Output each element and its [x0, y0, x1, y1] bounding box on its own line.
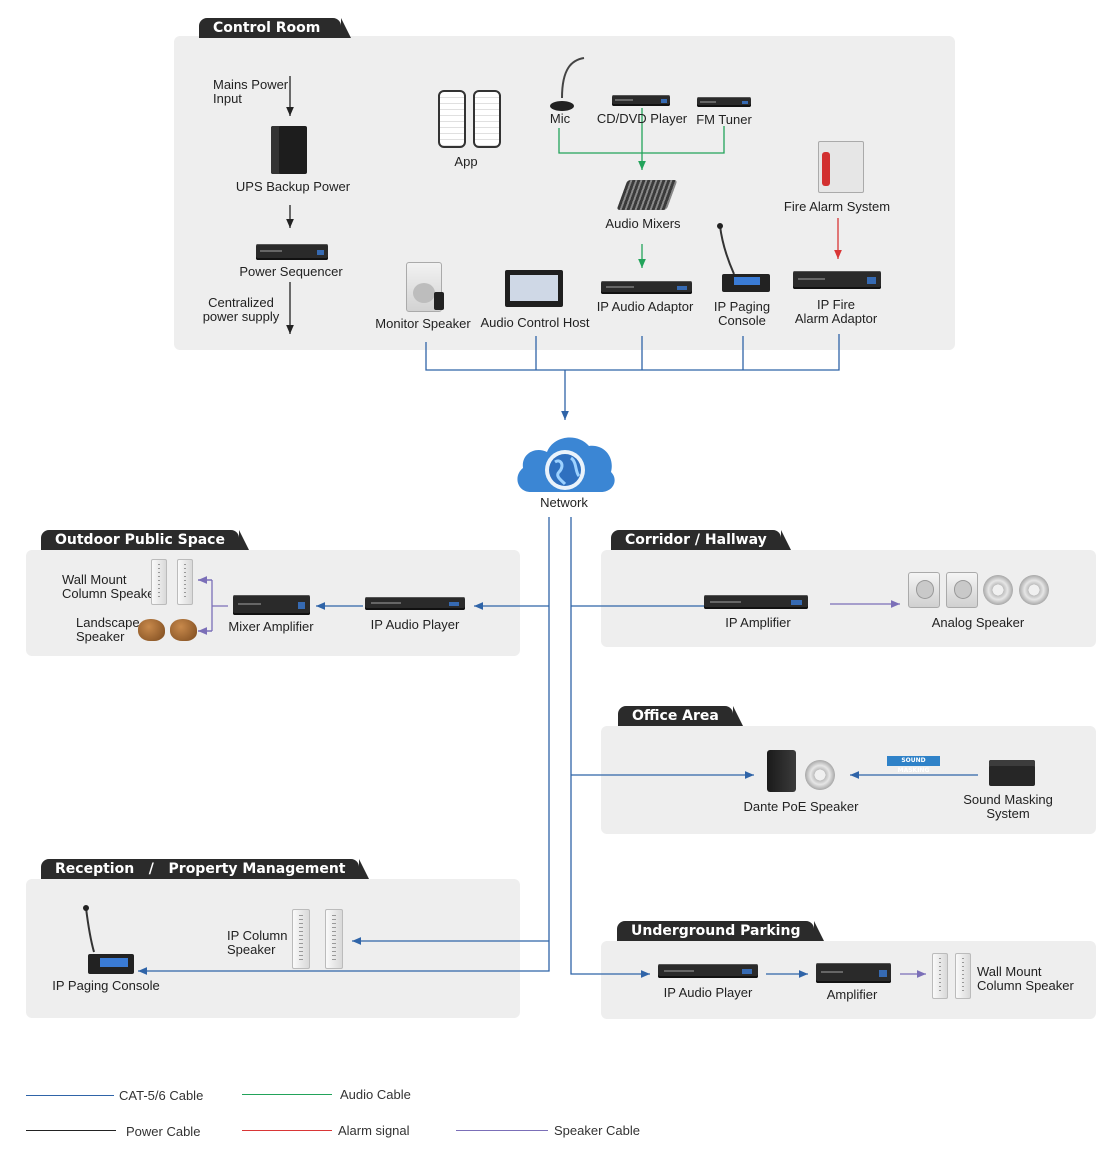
ip-amplifier-label: IP Amplifier [725, 615, 791, 630]
outdoor-ip-audio-player-label: IP Audio Player [370, 617, 460, 632]
fm-tuner-device [697, 97, 751, 107]
parking-column-speaker-device [955, 953, 971, 999]
fm-tuner-label: FM Tuner [696, 112, 752, 127]
ups-device [271, 126, 307, 174]
legend-alarm-line [242, 1130, 332, 1131]
parking-ip-audio-player-label: IP Audio Player [663, 985, 753, 1000]
audio-control-host-label: Audio Control Host [480, 315, 590, 330]
legend-speaker-line [456, 1130, 548, 1131]
ip-paging-console-label: IP Paging Console [713, 299, 771, 328]
audio-mixers-label: Audio Mixers [605, 216, 681, 231]
parking-tab: Underground Parking [617, 921, 825, 941]
dante-ceiling-speaker-device [805, 760, 835, 790]
fire-alarm-system-device [818, 141, 864, 193]
mixer-amplifier-label: Mixer Amplifier [228, 619, 314, 634]
reception-panel [26, 879, 520, 1018]
legend-cat-label: CAT-5/6 Cable [119, 1088, 204, 1103]
corridor-panel [601, 550, 1096, 647]
parking-ip-audio-player-device [658, 964, 758, 978]
column-speaker-device [177, 559, 193, 605]
analog-box-speaker-device [908, 572, 940, 608]
mic-icon [550, 57, 585, 111]
ip-audio-adaptor-label: IP Audio Adaptor [596, 299, 694, 314]
ip-column-speaker-device [325, 909, 343, 969]
outdoor-ip-audio-player-device [365, 597, 465, 610]
ip-column-speaker-label: IP Column Speaker [227, 928, 288, 957]
ip-column-speaker-device [292, 909, 310, 969]
mic-label: Mic [549, 111, 571, 126]
remote-icon [434, 292, 444, 310]
sound-masking-system-label: Sound Masking System [963, 792, 1053, 821]
corridor-tab: Corridor / Hallway [611, 530, 791, 550]
legend-audio-line [242, 1094, 332, 1095]
legend-power-line [26, 1130, 116, 1131]
reception-ip-paging-console-label: IP Paging Console [52, 978, 160, 993]
app-phone-icon [438, 90, 466, 148]
centralized-power-label: Centralized power supply [202, 295, 280, 324]
office-tab: Office Area [618, 706, 743, 726]
legend-speaker-label: Speaker Cable [554, 1123, 640, 1138]
analog-speaker-label: Analog Speaker [931, 615, 1025, 630]
ip-fire-alarm-adaptor-device [793, 271, 881, 289]
host-screen [510, 275, 558, 301]
network-cloud-icon [517, 437, 615, 492]
cd-dvd-player-device [612, 95, 670, 106]
app-label: App [454, 154, 478, 169]
ups-label: UPS Backup Power [235, 179, 351, 194]
landscape-speaker-device [170, 619, 197, 641]
power-sequencer-device [256, 244, 328, 260]
mains-power-label: Mains Power Input [213, 77, 289, 106]
landscape-speaker-device [138, 619, 165, 641]
landscape-speaker-label: Landscape Speaker [76, 615, 140, 644]
dante-poe-speaker-device [767, 750, 796, 792]
analog-box-speaker-device [946, 572, 978, 608]
column-speaker-device [151, 559, 167, 605]
sound-masking-system-device [989, 760, 1035, 786]
mixer-amplifier-device [233, 595, 310, 615]
audio-control-host-device [505, 270, 563, 307]
control-room-panel [174, 36, 955, 350]
ceiling-speaker-device [1019, 575, 1049, 605]
ip-amplifier-device [704, 595, 808, 609]
legend-cat-line [26, 1095, 114, 1096]
sound-masking-tag: SOUND MASKING [887, 756, 940, 774]
outdoor-tab: Outdoor Public Space [41, 530, 249, 550]
ceiling-speaker-device [983, 575, 1013, 605]
cd-dvd-player-label: CD/DVD Player [596, 111, 688, 126]
reception-ip-paging-console-device [83, 905, 134, 974]
parking-column-speaker-device [932, 953, 948, 999]
ip-fire-alarm-adaptor-label: IP Fire Alarm Adaptor [794, 297, 878, 326]
control-room-tab: Control Room [199, 18, 351, 38]
power-sequencer-label: Power Sequencer [239, 264, 343, 279]
legend-audio-label: Audio Cable [340, 1087, 411, 1102]
monitor-speaker-label: Monitor Speaker [375, 316, 471, 331]
ip-paging-console-device [717, 223, 770, 292]
dante-poe-speaker-label: Dante PoE Speaker [743, 799, 859, 814]
parking-amplifier-device [816, 963, 891, 983]
fire-alarm-handset-icon [822, 152, 830, 186]
outdoor-wall-mount-label: Wall Mount Column Speaker [62, 572, 159, 601]
reception-tab: Reception / Property Management [41, 859, 370, 879]
legend-power-label: Power Cable [126, 1124, 201, 1139]
legend-alarm-label: Alarm signal [338, 1123, 410, 1138]
speaker-cone-icon [413, 283, 435, 303]
ip-audio-adaptor-device [601, 281, 692, 294]
parking-amplifier-label: Amplifier [826, 987, 878, 1002]
fire-alarm-system-label: Fire Alarm System [783, 199, 891, 214]
parking-wall-mount-label: Wall Mount Column Speaker [977, 964, 1074, 993]
app-phone-icon [473, 90, 501, 148]
network-label: Network [540, 495, 588, 510]
